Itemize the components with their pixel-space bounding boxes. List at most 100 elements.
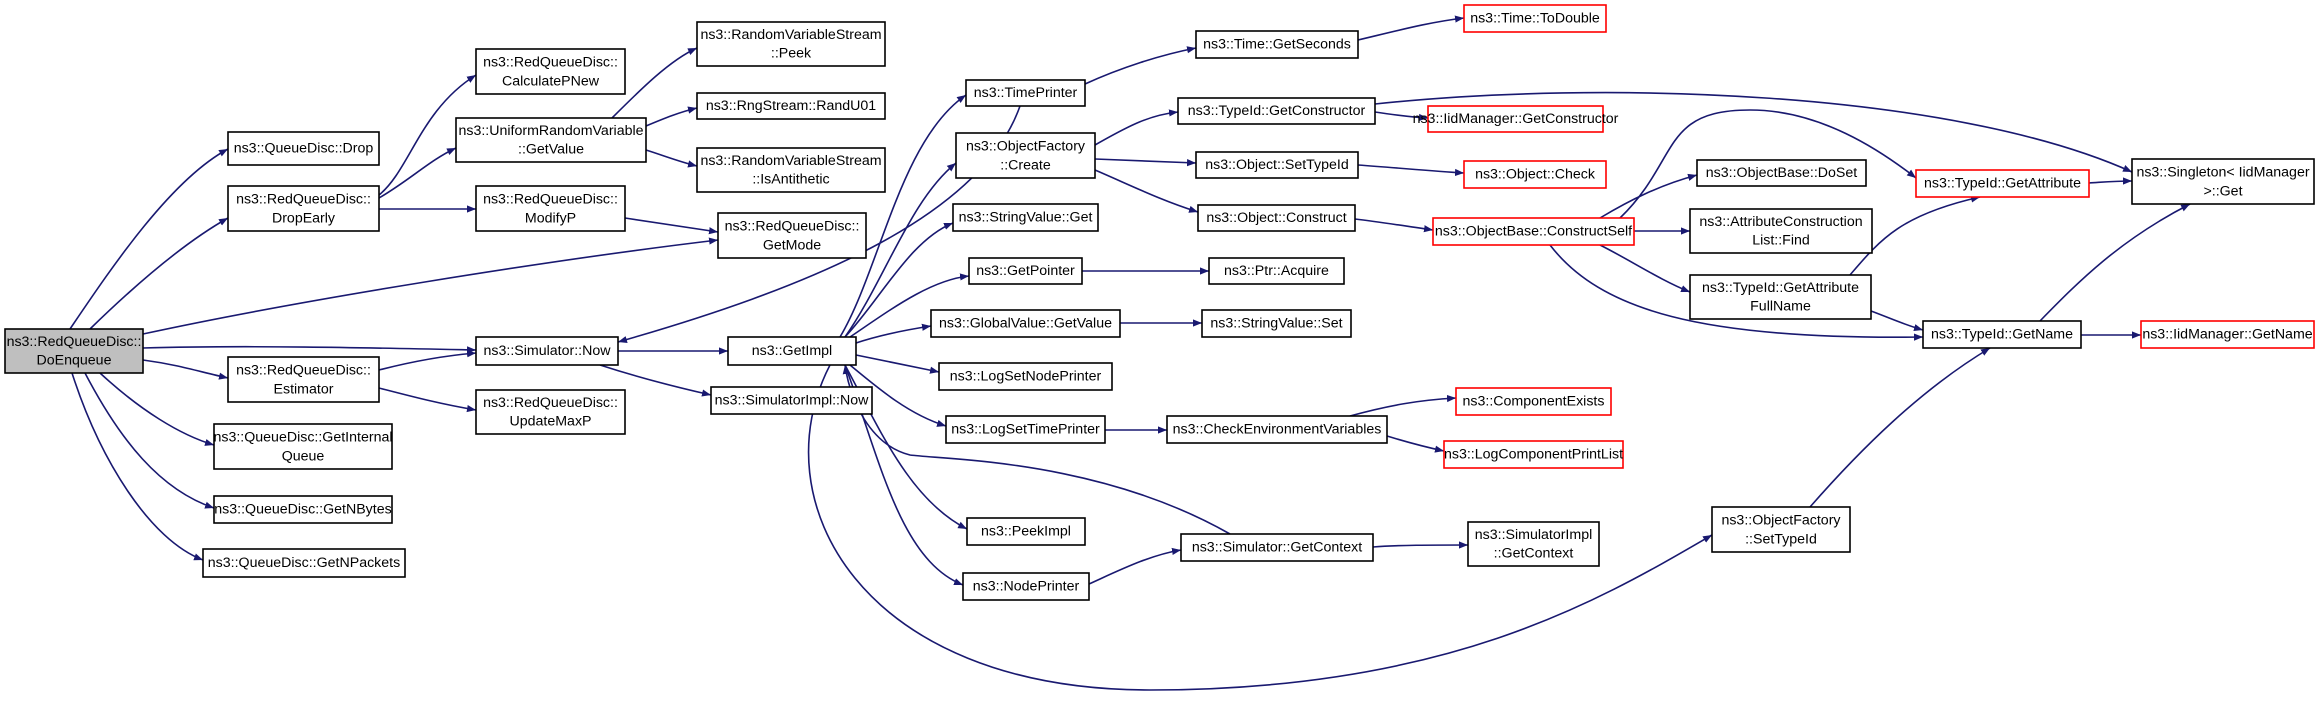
node-box[interactable]	[1195, 151, 1359, 179]
node-box[interactable]	[1696, 159, 1867, 187]
node-n1[interactable]: ns3::QueueDisc::Drop	[227, 131, 380, 166]
node-n48[interactable]: ns3::IidManager::GetName	[2140, 320, 2315, 349]
node-n8[interactable]: ns3::RedQueueDisc::ModifyP	[475, 185, 626, 232]
node-n37[interactable]: ns3::CheckEnvironmentVariables	[1166, 415, 1388, 444]
node-box[interactable]	[962, 572, 1090, 601]
node-n26[interactable]: ns3::NodePrinter	[962, 572, 1090, 601]
node-box[interactable]	[202, 548, 406, 578]
node-box[interactable]	[475, 185, 626, 232]
node-n7[interactable]: ns3::RandomVariableStream::IsAntithetic	[696, 147, 886, 193]
node-n41[interactable]: ns3::SimulatorImpl::GetContext	[1467, 521, 1600, 567]
node-n42[interactable]: ns3::ObjectBase::DoSet	[1696, 159, 1867, 187]
node-box[interactable]	[1197, 204, 1356, 232]
node-box[interactable]	[2140, 320, 2315, 349]
node-n6[interactable]: ns3::RngStream::RandU01	[696, 92, 886, 120]
node-box[interactable]	[696, 21, 886, 67]
node-box[interactable]	[938, 362, 1113, 391]
node-box[interactable]	[213, 423, 393, 470]
node-box[interactable]	[1463, 4, 1607, 33]
node-n30[interactable]: ns3::IidManager::GetConstructor	[1413, 105, 1619, 133]
node-n11[interactable]: ns3::GetImpl	[727, 336, 857, 366]
node-n38[interactable]: ns3::ComponentExists	[1455, 387, 1612, 416]
node-n25[interactable]: ns3::PeekImpl	[966, 517, 1086, 546]
node-box[interactable]	[1689, 274, 1872, 320]
node-n28[interactable]: ns3::Time::ToDouble	[1463, 4, 1607, 33]
node-n23[interactable]: ns3::LogSetNodePrinter	[938, 362, 1113, 391]
node-n20[interactable]: ns3::StringValue::Get	[952, 203, 1099, 232]
node-n12[interactable]: ns3::RedQueueDisc::Estimator	[227, 356, 380, 403]
node-box[interactable]	[1432, 217, 1635, 246]
node-box[interactable]	[1195, 30, 1359, 59]
node-box[interactable]	[966, 517, 1086, 546]
node-box[interactable]	[1427, 105, 1604, 133]
node-n5[interactable]: ns3::RandomVariableStream::Peek	[696, 21, 886, 67]
node-n14[interactable]: ns3::SimulatorImpl::Now	[710, 386, 873, 415]
node-n17[interactable]: ns3::QueueDisc::GetNPackets	[202, 548, 406, 578]
node-n36[interactable]: ns3::StringValue::Set	[1201, 309, 1352, 338]
node-n31[interactable]: ns3::Object::SetTypeId	[1195, 151, 1359, 179]
node-box[interactable]	[968, 257, 1083, 285]
node-n27[interactable]: ns3::Time::GetSeconds	[1195, 30, 1359, 59]
node-box[interactable]	[930, 309, 1121, 338]
node-box[interactable]	[1711, 506, 1851, 553]
node-box[interactable]	[955, 132, 1096, 179]
node-box[interactable]	[475, 336, 619, 366]
node-n49[interactable]: ns3::ObjectFactory::SetTypeId	[1711, 506, 1851, 553]
node-n24[interactable]: ns3::LogSetTimePrinter	[945, 415, 1106, 444]
node-n47[interactable]: ns3::TypeId::GetName	[1922, 320, 2082, 349]
node-box[interactable]	[475, 389, 626, 435]
node-n16[interactable]: ns3::QueueDisc::GetNBytes	[213, 495, 393, 524]
node-n18[interactable]: ns3::TimePrinter	[965, 79, 1086, 107]
node-box[interactable]	[4, 328, 144, 374]
node-box[interactable]	[1915, 169, 2090, 198]
node-n9[interactable]: ns3::RedQueueDisc::GetMode	[717, 212, 867, 259]
node-box[interactable]	[1177, 97, 1376, 125]
node-box[interactable]	[475, 48, 626, 95]
node-box[interactable]	[1180, 533, 1374, 562]
node-box[interactable]	[213, 495, 393, 524]
node-n21[interactable]: ns3::GetPointer	[968, 257, 1083, 285]
node-n0[interactable]: ns3::RedQueueDisc::DoEnqueue	[4, 328, 144, 374]
node-n13[interactable]: ns3::RedQueueDisc::UpdateMaxP	[475, 389, 626, 435]
node-n22[interactable]: ns3::GlobalValue::GetValue	[930, 309, 1121, 338]
node-box[interactable]	[1208, 257, 1345, 285]
node-n35[interactable]: ns3::Ptr::Acquire	[1208, 257, 1345, 285]
node-n29[interactable]: ns3::TypeId::GetConstructor	[1177, 97, 1376, 125]
node-n34[interactable]: ns3::ObjectBase::ConstructSelf	[1432, 217, 1635, 246]
node-box[interactable]	[455, 117, 647, 163]
node-n40[interactable]: ns3::Simulator::GetContext	[1180, 533, 1374, 562]
node-n33[interactable]: ns3::Object::Construct	[1197, 204, 1356, 232]
node-n46[interactable]: ns3::Singleton< IidManager>::Get	[2131, 158, 2315, 205]
node-n19[interactable]: ns3::ObjectFactory::Create	[955, 132, 1096, 179]
node-n39[interactable]: ns3::LogComponentPrintList	[1443, 440, 1624, 469]
node-box[interactable]	[1166, 415, 1388, 444]
node-box[interactable]	[952, 203, 1099, 232]
node-box[interactable]	[1689, 208, 1873, 254]
node-box[interactable]	[1443, 440, 1624, 469]
node-box[interactable]	[717, 212, 867, 259]
node-box[interactable]	[696, 92, 886, 120]
node-n32[interactable]: ns3::Object::Check	[1463, 160, 1607, 189]
node-box[interactable]	[2131, 158, 2315, 205]
node-box[interactable]	[1922, 320, 2082, 349]
node-box[interactable]	[1467, 521, 1600, 567]
node-n45[interactable]: ns3::TypeId::GetAttribute	[1915, 169, 2090, 198]
node-box[interactable]	[1201, 309, 1352, 338]
node-n3[interactable]: ns3::RedQueueDisc::CalculatePNew	[475, 48, 626, 95]
node-box[interactable]	[710, 386, 873, 415]
node-box[interactable]	[945, 415, 1106, 444]
node-box[interactable]	[965, 79, 1086, 107]
node-box[interactable]	[1463, 160, 1607, 189]
node-n4[interactable]: ns3::UniformRandomVariable::GetValue	[455, 117, 647, 163]
node-n10[interactable]: ns3::Simulator::Now	[475, 336, 619, 366]
node-box[interactable]	[227, 131, 380, 166]
node-box[interactable]	[1455, 387, 1612, 416]
node-box[interactable]	[227, 356, 380, 403]
node-box[interactable]	[727, 336, 857, 366]
node-box[interactable]	[227, 185, 380, 232]
node-n2[interactable]: ns3::RedQueueDisc::DropEarly	[227, 185, 380, 232]
node-box[interactable]	[696, 147, 886, 193]
